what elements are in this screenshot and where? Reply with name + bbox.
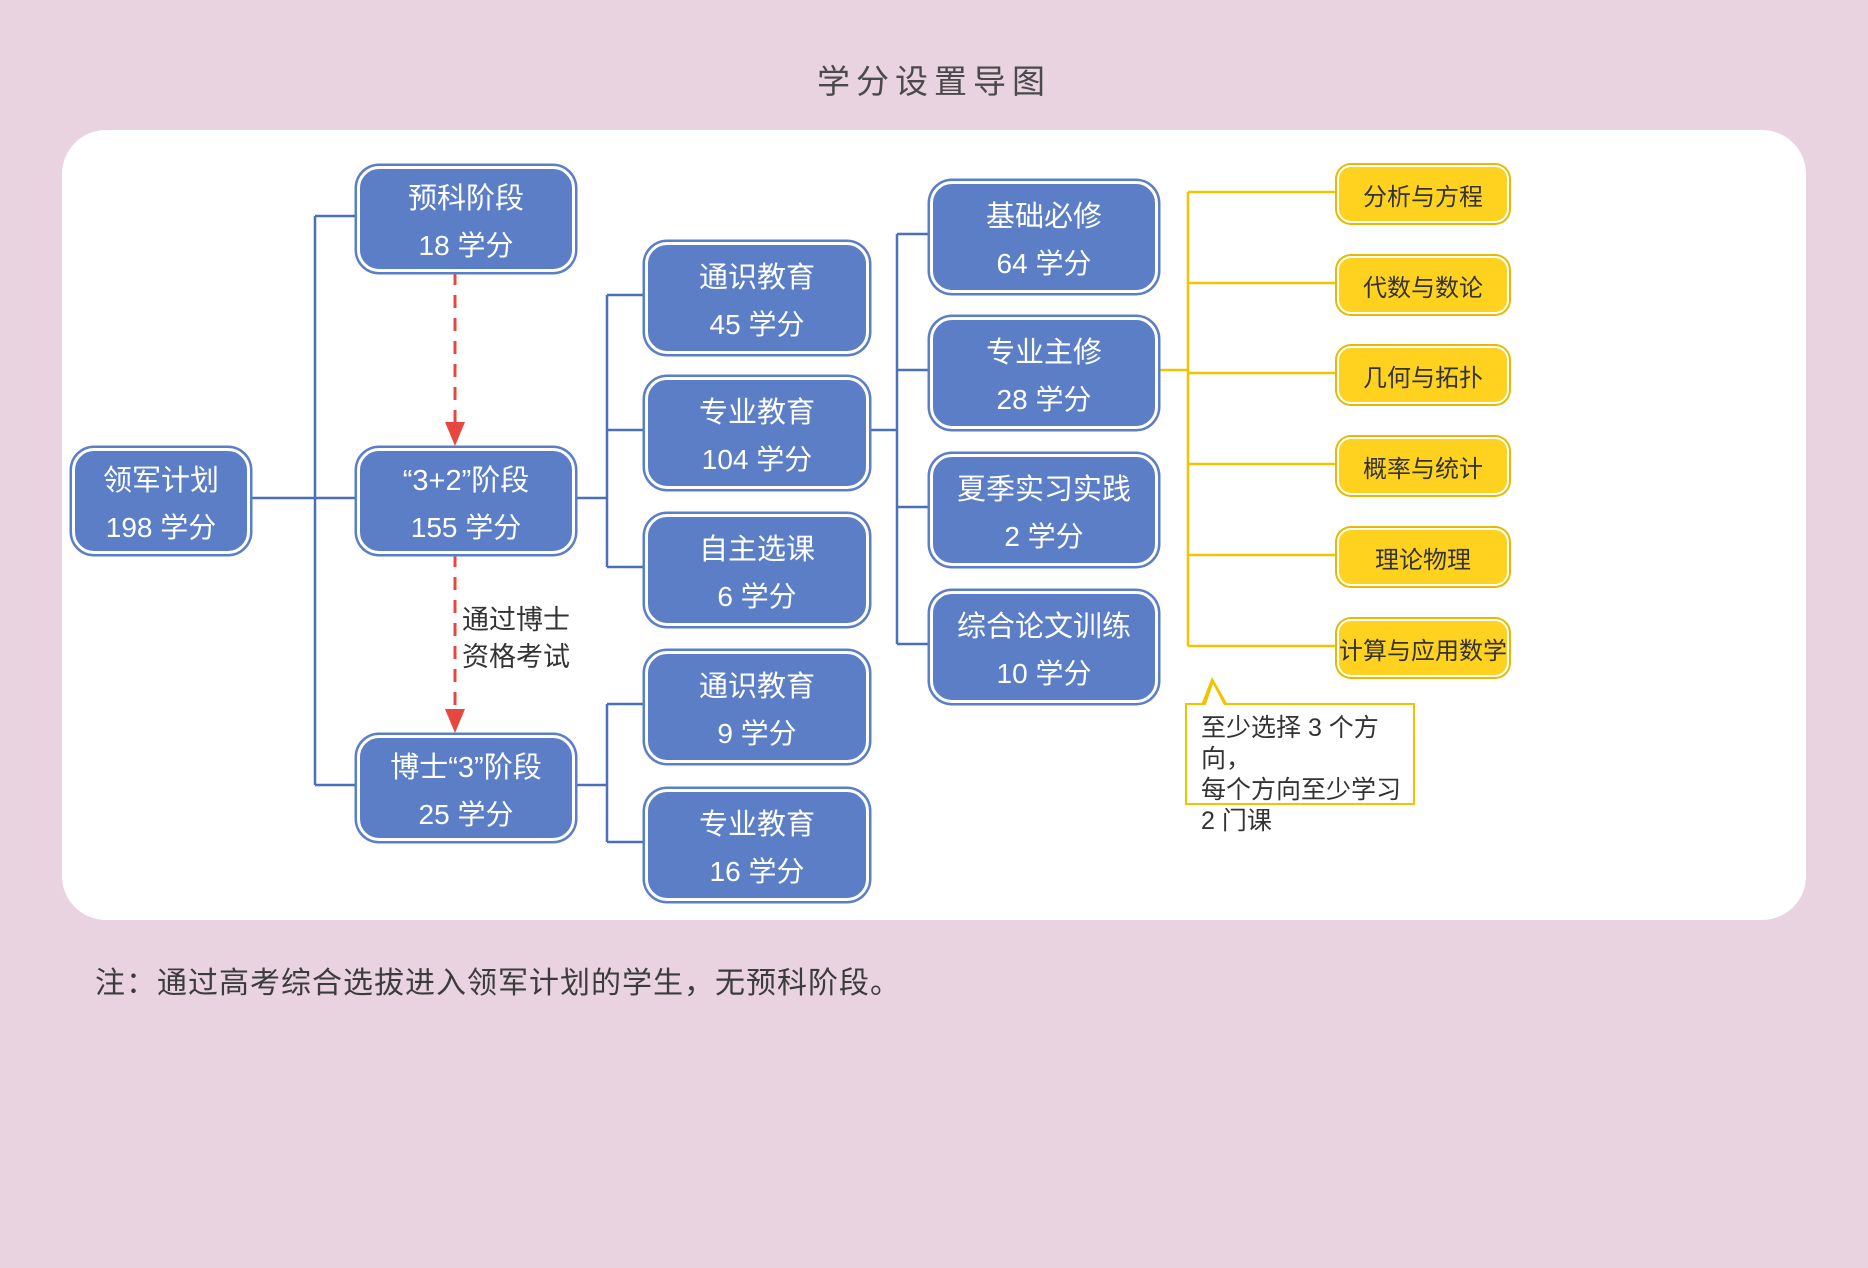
node-prep-stage: 预科阶段 18 学分 (357, 166, 575, 272)
node-credits: 28 学分 (996, 383, 1092, 415)
node-leading-plan: 领军计划 198 学分 (72, 448, 250, 554)
node-title: 专业教育 (698, 808, 815, 841)
node-basic-required-64: 基础必修 64 学分 (930, 181, 1158, 293)
label-line: 资格考试 (462, 642, 570, 672)
node-general-education-9: 通识教育 9 学分 (645, 651, 869, 763)
direction-box-computational: 计算与应用数学 (1337, 619, 1509, 677)
direction-label: 几何与拓扑 (1363, 364, 1483, 392)
node-title: 预科阶段 (407, 182, 524, 215)
node-credits: 25 学分 (418, 798, 514, 830)
direction-box-physics: 理论物理 (1337, 528, 1509, 586)
node-major-education-16: 专业教育 16 学分 (645, 789, 869, 901)
node-title: 自主选课 (698, 533, 815, 566)
node-credits: 45 学分 (709, 308, 805, 340)
node-title: 基础必修 (985, 200, 1102, 233)
callout-line: 每个方向至少学习 (1201, 776, 1402, 804)
node-title: 通识教育 (698, 670, 815, 703)
yellow-connectors (1152, 190, 1337, 648)
direction-box-analysis: 分析与方程 (1337, 165, 1509, 223)
node-general-education-45: 通识教育 45 学分 (645, 242, 869, 354)
node-credits: 64 学分 (996, 247, 1092, 279)
node-phd-stage: 博士“3”阶段 25 学分 (357, 735, 575, 841)
node-title: 专业主修 (985, 336, 1102, 369)
phd-qualification-label: 通过博士 资格考试 (462, 602, 570, 676)
node-major-core-28: 专业主修 28 学分 (930, 317, 1158, 429)
node-title: “3+2”阶段 (402, 464, 530, 497)
label-line: 通过博士 (462, 605, 570, 635)
direction-label: 代数与数论 (1363, 274, 1483, 302)
callout-line: 2 门课 (1201, 807, 1272, 835)
node-title: 专业教育 (698, 396, 815, 429)
callout-note: 至少选择 3 个方向， 每个方向至少学习 2 门课 (1185, 677, 1415, 835)
direction-label: 理论物理 (1375, 546, 1471, 574)
direction-box-algebra: 代数与数论 (1337, 256, 1509, 314)
node-title: 博士“3”阶段 (390, 751, 542, 784)
callout-line: 至少选择 3 个方向， (1201, 714, 1379, 773)
node-3plus2-stage: “3+2”阶段 155 学分 (357, 448, 575, 554)
direction-box-geometry: 几何与拓扑 (1337, 346, 1509, 404)
node-credits: 2 学分 (1004, 520, 1084, 552)
node-credits: 10 学分 (996, 657, 1092, 689)
prep-to-3plus2-arrow (445, 272, 465, 446)
direction-label: 计算与应用数学 (1339, 637, 1507, 665)
direction-box-probability: 概率与统计 (1337, 437, 1509, 495)
node-credits: 16 学分 (709, 855, 805, 887)
node-credits: 104 学分 (701, 443, 813, 475)
node-title: 通识教育 (698, 261, 815, 294)
node-credits: 198 学分 (105, 511, 217, 543)
node-title: 综合论文训练 (956, 610, 1131, 643)
node-credits: 155 学分 (410, 511, 522, 543)
footnote: 注：通过高考综合选拔进入领军计划的学生，无预科阶段。 (95, 967, 901, 1000)
node-credits: 6 学分 (717, 580, 797, 612)
node-title: 夏季实习实践 (956, 473, 1131, 506)
node-thesis-training-10: 综合论文训练 10 学分 (930, 591, 1158, 703)
page-title: 学分设置导图 (817, 63, 1051, 100)
node-title: 领军计划 (102, 464, 219, 497)
node-elective-6: 自主选课 6 学分 (645, 514, 869, 626)
direction-label: 分析与方程 (1363, 183, 1483, 211)
node-summer-practice-2: 夏季实习实践 2 学分 (930, 454, 1158, 566)
node-credits: 9 学分 (717, 717, 797, 749)
blue-connectors (244, 214, 930, 844)
3plus2-to-phd-arrow (445, 554, 465, 733)
node-credits: 18 学分 (418, 229, 514, 261)
node-major-education-104: 专业教育 104 学分 (645, 377, 869, 489)
direction-label: 概率与统计 (1363, 455, 1483, 483)
